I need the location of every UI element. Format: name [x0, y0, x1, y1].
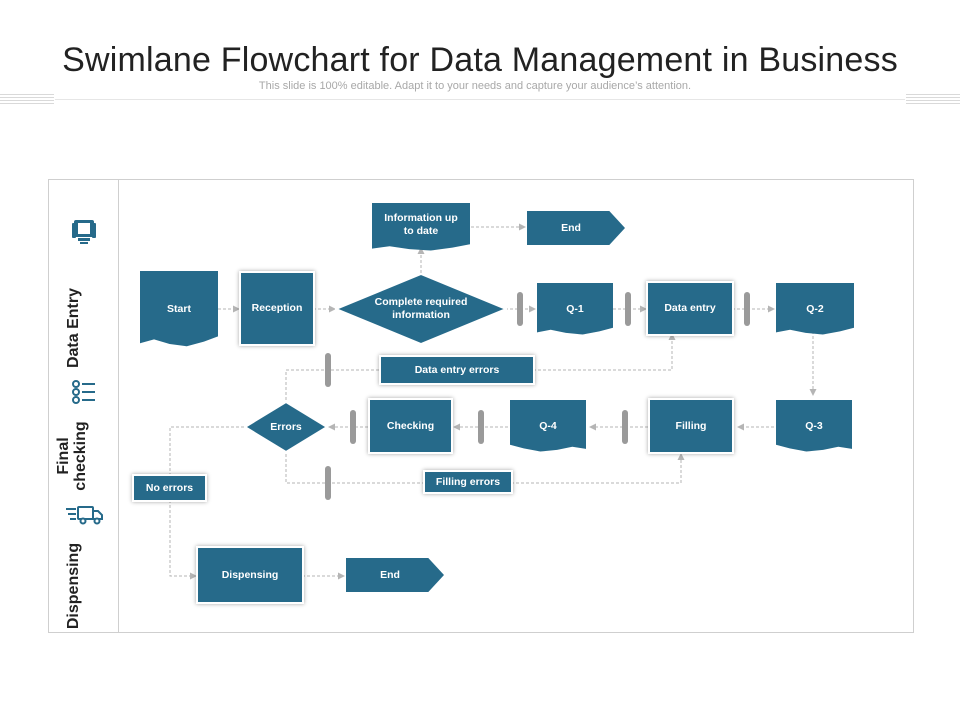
checklist-icon	[71, 380, 97, 409]
page-subtitle: This slide is 100% editable. Adapt it to…	[258, 80, 692, 92]
computer-icon	[71, 218, 97, 251]
page-title: Swimlane Flowchart for Data Management i…	[62, 41, 898, 79]
node-end-bottom[interactable]: End	[346, 558, 444, 592]
node-no-errors-label: No errors	[145, 481, 194, 494]
delivery-truck-icon	[66, 505, 104, 530]
node-data-entry-errors-label: Data entry errors	[414, 363, 500, 376]
node-info-up-label: Information up to date	[384, 212, 458, 237]
swimlane-frame	[48, 179, 914, 633]
connector-bar	[325, 466, 331, 500]
connector-bar	[622, 410, 628, 444]
node-q1[interactable]: Q-1	[537, 283, 613, 335]
lane-separator	[118, 179, 119, 633]
connector-bar	[325, 353, 331, 387]
node-filling[interactable]: Filling	[650, 400, 732, 452]
node-start[interactable]: Start	[140, 271, 218, 347]
node-q1-label: Q-1	[566, 302, 584, 315]
node-no-errors[interactable]: No errors	[134, 476, 205, 500]
node-q3-label: Q-3	[805, 419, 823, 432]
node-filling-label: Filling	[675, 419, 707, 432]
node-data-entry[interactable]: Data entry	[648, 283, 732, 334]
node-end-top-label: End	[561, 221, 581, 234]
connector-bar	[478, 410, 484, 444]
connector-bar	[744, 292, 750, 326]
node-data-entry-label: Data entry	[664, 302, 716, 314]
node-start-label: Start	[167, 302, 191, 315]
node-checking-label: Checking	[386, 419, 435, 432]
node-information-up-to-date[interactable]: Information up to date	[372, 203, 470, 251]
node-errors-label: Errors	[270, 420, 302, 433]
node-reception-label: Reception	[251, 302, 303, 314]
node-end-top[interactable]: End	[527, 211, 625, 245]
node-end-bottom-label: End	[380, 568, 400, 581]
header-divider	[55, 99, 905, 100]
header-stripes-left	[0, 94, 54, 104]
node-filling-errors[interactable]: Filling errors	[425, 472, 511, 492]
node-q4[interactable]: Q-4	[510, 400, 586, 452]
connector-bar	[350, 410, 356, 444]
node-dispensing[interactable]: Dispensing	[198, 548, 302, 602]
node-data-entry-errors[interactable]: Data entry errors	[381, 357, 533, 383]
node-q2[interactable]: Q-2	[776, 283, 854, 335]
node-checking[interactable]: Checking	[370, 400, 451, 452]
node-dispensing-label: Dispensing	[221, 568, 279, 581]
node-q2-label: Q-2	[806, 302, 824, 315]
connector-bar	[625, 292, 631, 326]
node-errors[interactable]: Errors	[244, 401, 328, 453]
node-q3[interactable]: Q-3	[776, 400, 852, 452]
node-complete-required-information[interactable]: Complete required information	[335, 273, 507, 345]
connector-bar	[517, 292, 523, 326]
node-filling-errors-label: Filling errors	[435, 475, 501, 488]
node-q4-label: Q-4	[539, 419, 557, 432]
node-reception[interactable]: Reception	[241, 273, 313, 344]
header-stripes-right	[906, 94, 960, 104]
node-complete-label: Complete required information	[374, 296, 468, 321]
